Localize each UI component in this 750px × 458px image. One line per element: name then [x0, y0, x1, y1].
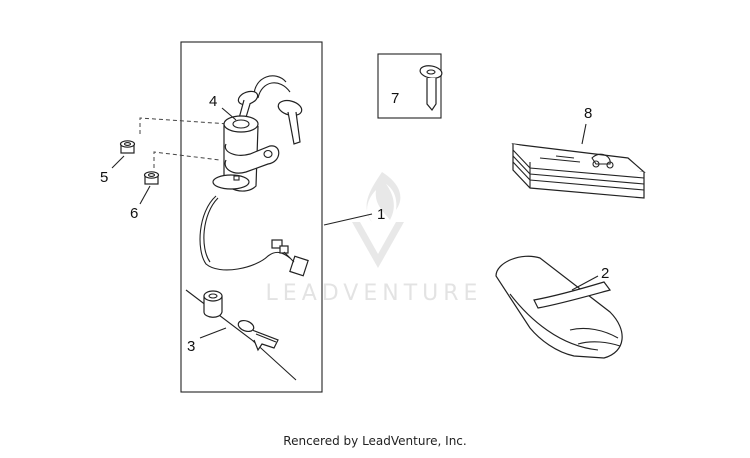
leader-line-4	[221, 107, 237, 121]
screw-6	[143, 171, 160, 185]
screw-6-guide-line	[153, 151, 221, 168]
callout-4: 4	[209, 93, 217, 110]
callout-6: 6	[130, 205, 138, 222]
lock-cylinder-kit-3	[185, 289, 297, 381]
callout-7: 7	[391, 90, 399, 107]
leader-line-5	[111, 155, 125, 169]
ignition-lock-4	[199, 75, 309, 277]
callout-8: 8	[584, 105, 592, 122]
watermark-v-icon	[352, 222, 404, 268]
part-7-box	[377, 53, 442, 119]
screw-5	[119, 140, 136, 154]
owners-manual-8	[511, 143, 646, 199]
screw-5-guide-line	[139, 117, 245, 134]
callout-1: 1	[377, 206, 385, 223]
watermark-text: LEADVENTURE	[266, 281, 483, 306]
leader-line-1	[323, 213, 373, 226]
callout-2: 2	[601, 265, 609, 282]
leader-line-6	[139, 185, 151, 205]
key-7	[419, 65, 443, 112]
leader-line-3	[199, 327, 227, 339]
watermark-flame-icon	[366, 172, 401, 222]
callout-3: 3	[187, 338, 195, 355]
part-1-group-box	[180, 41, 323, 393]
leader-line-8	[581, 123, 587, 145]
tool-pouch-2	[495, 255, 623, 359]
watermark-logo: LEADVENTURE	[266, 172, 483, 306]
leader-line-2	[571, 275, 599, 291]
callout-5: 5	[100, 169, 108, 186]
footer-credit: Rencered by LeadVenture, Inc.	[283, 434, 467, 448]
